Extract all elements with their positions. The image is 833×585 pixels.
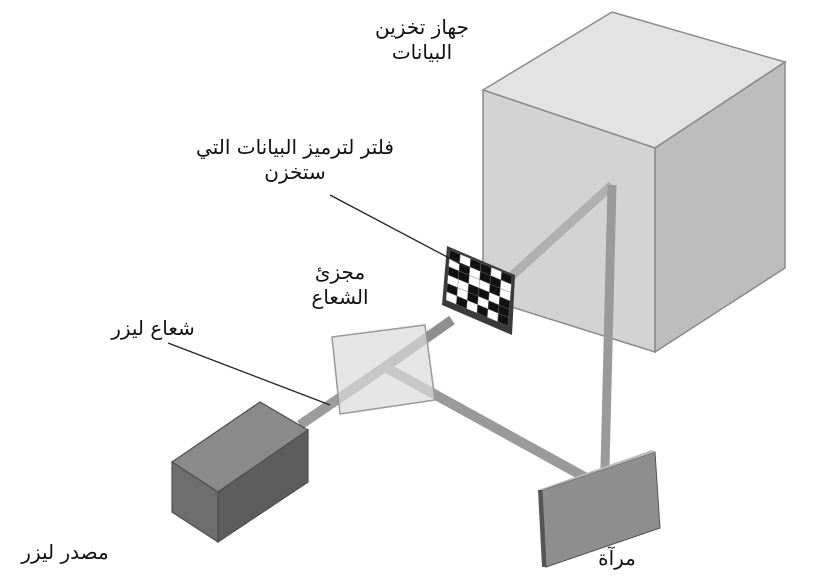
mirror — [538, 450, 661, 568]
leader-laser-beam — [167, 342, 331, 406]
storage-label-line1: جهاز تخزين — [375, 15, 469, 39]
storage-device-cube — [481, 11, 787, 354]
mirror-edge — [538, 490, 546, 567]
filter-checkerboard — [445, 249, 513, 327]
laser-source-box — [170, 401, 310, 544]
leader-lines — [167, 194, 469, 406]
leader-filter — [329, 194, 469, 269]
filter-label: فلتر لترميز البيانات التي ستخزن — [150, 135, 440, 185]
splitter-label-line2: الشعاع — [311, 285, 369, 309]
laser-box-side — [217, 428, 309, 544]
storage-cube-side — [654, 60, 786, 354]
encoding-filter — [442, 246, 515, 335]
splitter-label-line1: مجزئ — [314, 260, 366, 284]
laser-source-label: مصدر ليزر — [0, 540, 130, 565]
beam-mirror-to-storage — [600, 184, 617, 469]
filter-label-line2: ستخزن — [264, 160, 326, 184]
laser-beam-label-text: شعاع ليزر — [111, 316, 195, 340]
mirror-label: مرآة — [577, 546, 657, 571]
mirror-label-text: مرآة — [598, 546, 636, 570]
filter-cell — [497, 313, 509, 327]
storage-label-line2: البيانات — [391, 40, 453, 64]
beam-splitter-label: مجزئ الشعاع — [300, 260, 380, 310]
laser-beams — [297, 181, 617, 485]
laser-beam-label: شعاع ليزر — [88, 316, 218, 341]
beam-filter-to-storage — [501, 181, 616, 286]
laser-source-label-text: مصدر ليزر — [21, 540, 109, 564]
storage-device-label: جهاز تخزين البيانات — [352, 15, 492, 65]
beam-splitter-plate — [331, 324, 436, 415]
mirror-top-edge — [538, 450, 655, 490]
filter-label-line1: فلتر لترميز البيانات التي — [196, 135, 394, 159]
